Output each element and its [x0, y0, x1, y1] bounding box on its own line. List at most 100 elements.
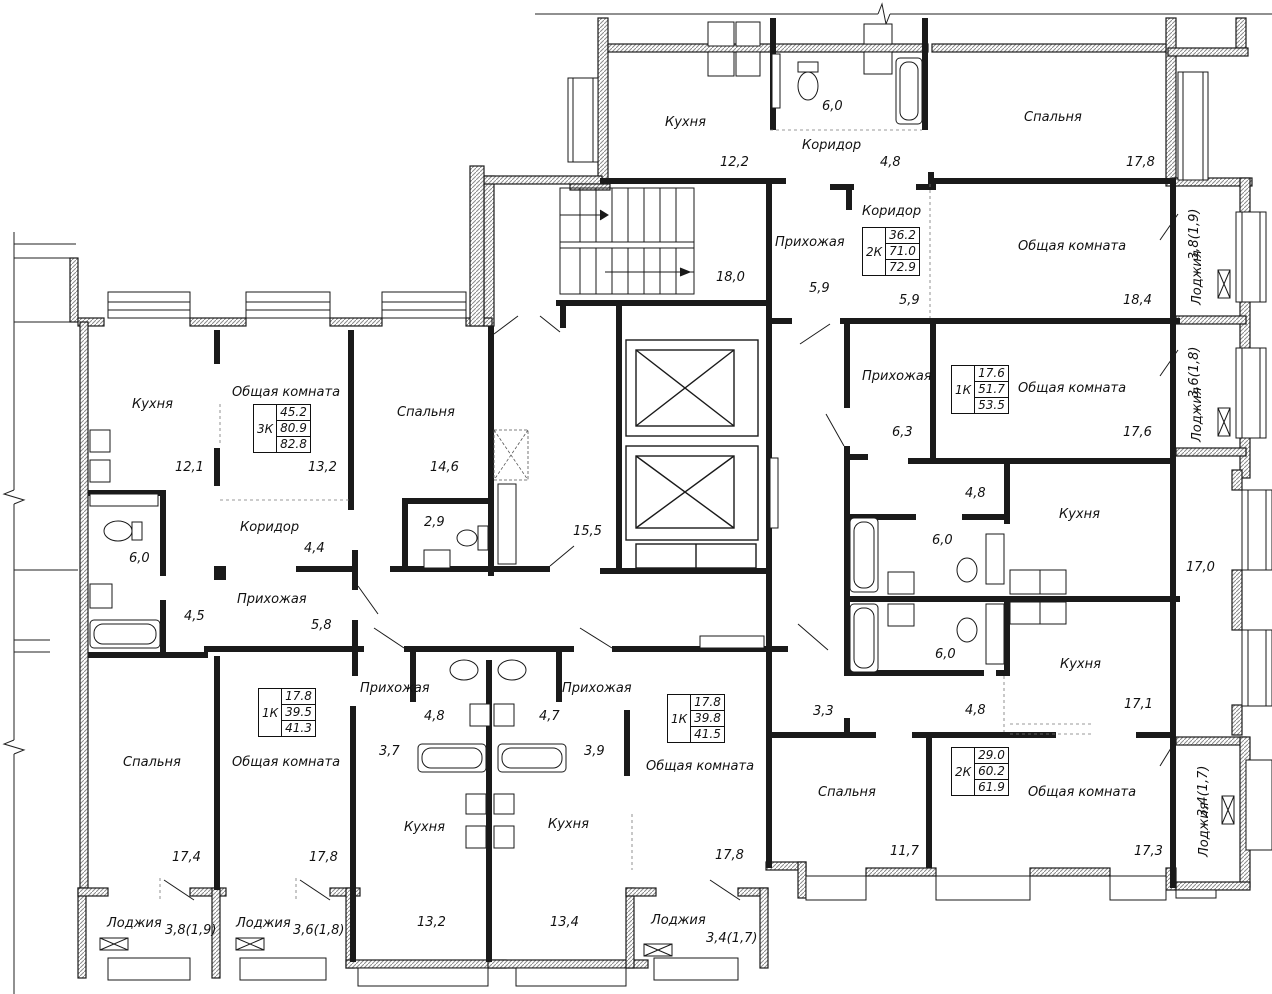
room-label: Коридор — [802, 138, 862, 153]
area-label: 17,3 — [1134, 844, 1163, 859]
area-label: 13,4 — [550, 915, 579, 930]
living-area: 45.2 — [277, 405, 310, 421]
total-area-with-loggia: 41.5 — [694, 727, 721, 741]
room-label: Общая комната — [1018, 239, 1127, 254]
area-label: 6,3 — [892, 425, 913, 440]
interior-walls — [88, 18, 1180, 962]
area-label: 4,8 — [880, 155, 901, 170]
area-label: 13,2 — [308, 460, 337, 475]
area-label: 12,2 — [720, 155, 749, 170]
living-area: 29.0 — [975, 748, 1008, 764]
area-label: 3,6(1,8) — [293, 923, 345, 938]
room-label: Общая комната — [1018, 381, 1127, 396]
room-label: Прихожая — [862, 369, 932, 384]
loggia-area-label: 3,4(1,7) — [1196, 765, 1211, 818]
area-label: 5,9 — [899, 293, 920, 308]
room-label: Кухня — [1060, 657, 1101, 672]
total-area: 39.8 — [691, 711, 724, 727]
area-label: 6,0 — [932, 533, 953, 548]
room-label: Спальня — [1024, 110, 1082, 125]
stair-treads — [579, 188, 677, 294]
room-label: Кухня — [665, 115, 706, 130]
total-area-with-loggia: 61.9 — [978, 780, 1005, 794]
apartment-type: 1К — [259, 689, 283, 736]
room-label: Прихожая — [237, 592, 307, 607]
fixtures — [89, 21, 1067, 849]
total-area-with-loggia: 82.8 — [280, 437, 307, 451]
total-area: 60.2 — [975, 764, 1008, 780]
room-label: Спальня — [818, 785, 876, 800]
total-area: 80.9 — [277, 421, 310, 437]
living-area: 17.8 — [691, 695, 724, 711]
total-area-with-loggia: 72.9 — [889, 260, 916, 274]
room-label: Спальня — [397, 405, 455, 420]
vent-boxes — [99, 269, 1235, 957]
room-label: Кухня — [132, 397, 173, 412]
apartment-type: 1К — [668, 695, 692, 742]
area-label: 18,0 — [716, 270, 745, 285]
apartment-type: 3К — [254, 405, 278, 452]
area-label: 5,8 — [311, 618, 332, 633]
area-label: 17,1 — [1124, 697, 1153, 712]
area-label: 4,8 — [965, 703, 986, 718]
area-label: 17,8 — [1126, 155, 1155, 170]
room-label: Коридор — [240, 520, 300, 535]
area-label: 2,9 — [424, 515, 445, 530]
room-label: Кухня — [1059, 507, 1100, 522]
zone-dividers — [159, 129, 1094, 900]
apartment-type: 1К — [952, 366, 976, 413]
room-label: Лоджия — [236, 916, 291, 931]
room-label: Спальня — [123, 755, 181, 770]
area-label: 4,4 — [304, 541, 325, 556]
room-label: Кухня — [548, 817, 589, 832]
area-label: 4,7 — [539, 709, 560, 724]
area-label: 17,8 — [715, 848, 744, 863]
apartment-type: 2К — [863, 228, 887, 275]
area-label: 18,4 — [1123, 293, 1152, 308]
area-label: 3,3 — [813, 704, 834, 719]
area-label: 5,9 — [809, 281, 830, 296]
area-label: 15,5 — [573, 524, 602, 539]
area-label: 4,5 — [184, 609, 205, 624]
living-area: 17.6 — [975, 366, 1008, 382]
area-label: 4,8 — [424, 709, 445, 724]
area-label: 17,4 — [172, 850, 201, 865]
living-area: 17.8 — [282, 689, 315, 705]
stairwell — [559, 187, 695, 295]
area-label: 6,0 — [822, 99, 843, 114]
shaft — [493, 429, 529, 481]
room-label: Общая комната — [232, 385, 341, 400]
area-label: 17,8 — [309, 850, 338, 865]
area-label: 3,4(1,7) — [706, 931, 758, 946]
room-label: Прихожая — [360, 681, 430, 696]
total-area: 51.7 — [975, 382, 1008, 398]
area-label: 17,6 — [1123, 425, 1152, 440]
total-area-with-loggia: 53.5 — [978, 398, 1005, 412]
room-label: Общая комната — [646, 759, 755, 774]
area-label: 3,8(1,9) — [165, 923, 217, 938]
room-label: Общая комната — [232, 755, 341, 770]
living-area: 36.2 — [886, 228, 919, 244]
area-label: 12,1 — [175, 460, 204, 475]
area-label: 6,0 — [935, 647, 956, 662]
loggia-area-label: 3,6(1,8) — [1187, 346, 1202, 399]
area-label: 11,7 — [890, 844, 919, 859]
room-label: Кухня — [404, 820, 445, 835]
area-label: 14,6 — [430, 460, 459, 475]
area-label: 6,0 — [129, 551, 150, 566]
room-label: Лоджия — [107, 916, 162, 931]
room-label: Лоджия — [651, 913, 706, 928]
total-area: 39.5 — [282, 705, 315, 721]
elevators — [625, 339, 759, 569]
windows — [107, 71, 1272, 987]
area-label: 3,9 — [584, 744, 605, 759]
area-label: 17,0 — [1186, 560, 1215, 575]
area-label: 13,2 — [417, 915, 446, 930]
exterior-walls — [69, 17, 1253, 979]
